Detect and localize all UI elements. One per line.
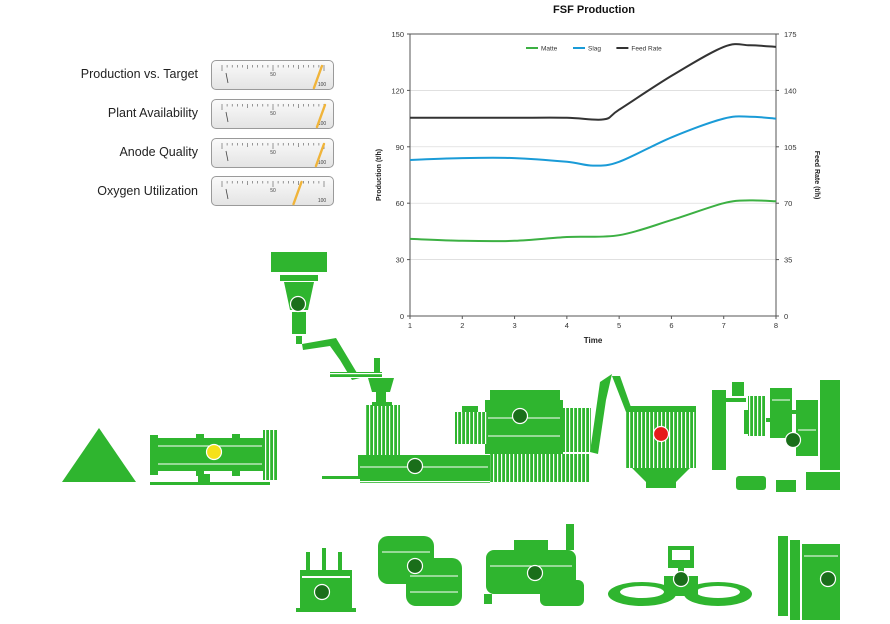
oxygen-utilization-gauge[interactable]: 50 100 — [211, 176, 334, 206]
plant-process-diagram — [62, 252, 840, 620]
series-line-matte — [409, 199, 777, 243]
transformer[interactable] — [296, 548, 356, 612]
chart-legend[interactable]: Matte Slag Feed Rate — [526, 46, 662, 53]
gauge-mid-label: 50 — [270, 150, 276, 156]
concentrate-burner[interactable] — [368, 378, 394, 402]
y2-tick-label: 105 — [784, 143, 797, 152]
transformer-status-indicator[interactable] — [313, 583, 331, 601]
gauge-mid-label: 50 — [270, 111, 276, 117]
gauge-min-mark — [225, 72, 229, 84]
stockpile[interactable] — [62, 428, 136, 482]
anode-stack-status-indicator[interactable] — [819, 570, 837, 588]
x-tick-label: 3 — [512, 321, 516, 330]
feed-bin[interactable] — [271, 252, 382, 380]
plant-availability-gauge[interactable]: 50 100 — [211, 99, 334, 129]
flash-furnace[interactable] — [322, 402, 490, 483]
y-tick-label: 30 — [396, 256, 404, 265]
y2-tick-label: 175 — [784, 30, 797, 39]
anode-furnace-status-indicator[interactable] — [526, 564, 544, 582]
gauge-mid-label: 50 — [270, 72, 276, 78]
gauge-face: 50 100 — [221, 180, 327, 206]
y2-axis-label: Feed Rate (t/h) — [813, 151, 820, 200]
acid-plant[interactable] — [712, 380, 840, 492]
kpi-label-anode-quality: Anode Quality — [119, 145, 198, 159]
chart-series — [409, 43, 777, 243]
gauge-face: 50 100 — [221, 103, 327, 129]
anode-quality-gauge[interactable]: 50 100 — [211, 138, 334, 168]
legend-label: Slag — [588, 46, 601, 53]
x-tick-label: 4 — [565, 321, 569, 330]
production-vs-target-gauge[interactable]: 50 100 — [211, 60, 334, 90]
y2-tick-label: 70 — [784, 199, 792, 208]
acid-plant-status-indicator[interactable] — [784, 431, 802, 449]
gauge-needle — [312, 64, 324, 90]
electrostatic-precipitator-status-indicator[interactable] — [652, 425, 670, 443]
kpi-label-production-vs-target: Production vs. Target — [80, 67, 198, 81]
gauge-needle — [314, 142, 326, 168]
x-tick-label: 5 — [617, 321, 621, 330]
gauge-max-label: 100 — [318, 160, 327, 166]
converter-status-indicator[interactable] — [406, 557, 424, 575]
chart-ticks: 0 30 60 90 120 150 0 35 70 105 140 175 1 2 3 4 5 6 7 8 — [391, 30, 796, 330]
gauge-max-label: 100 — [318, 198, 327, 204]
waste-heat-boiler-status-indicator[interactable] — [511, 407, 529, 425]
gauge-needle — [315, 103, 327, 129]
gauge-max-label: 100 — [318, 121, 327, 127]
gauge-min-mark — [225, 111, 229, 123]
dryer-status-indicator[interactable] — [205, 443, 223, 461]
gauge-min-mark — [225, 150, 229, 162]
gauge-mid-label: 50 — [270, 188, 276, 194]
kpi-label-oxygen-utilization: Oxygen Utilization — [97, 184, 198, 198]
fsf-production-chart: FSF Production 0306090120150035701051401… — [376, 4, 820, 345]
y-tick-label: 120 — [391, 86, 404, 95]
gauge-min-mark — [225, 188, 229, 200]
flash-furnace-status-indicator[interactable] — [406, 457, 424, 475]
chart-title: FSF Production — [553, 4, 635, 16]
y2-tick-label: 35 — [784, 256, 792, 265]
y-tick-label: 0 — [400, 312, 404, 321]
y2-tick-label: 140 — [784, 86, 797, 95]
y2-tick-label: 0 — [784, 312, 788, 321]
gauge-face: 50 100 — [221, 142, 327, 168]
y-tick-label: 150 — [391, 30, 404, 39]
legend-label: Feed Rate — [631, 46, 662, 53]
gauge-needle — [292, 180, 303, 206]
x-tick-label: 2 — [460, 321, 464, 330]
y-tick-label: 90 — [396, 143, 404, 152]
status-indicators — [205, 295, 837, 601]
x-tick-label: 7 — [722, 321, 726, 330]
x-axis-label: Time — [584, 336, 603, 345]
gauge-max-label: 100 — [318, 82, 327, 88]
feed-bin-status-indicator[interactable] — [289, 295, 307, 313]
x-tick-label: 6 — [669, 321, 673, 330]
y-axis-label: Production (t/h) — [376, 149, 383, 201]
waste-heat-boiler[interactable] — [455, 374, 612, 482]
gauge-face: 50 100 — [221, 64, 327, 90]
plot-area-frame — [409, 33, 777, 317]
series-line-feed-rate — [410, 43, 777, 121]
kpi-label-plant-availability: Plant Availability — [107, 106, 198, 120]
series-line-slag — [409, 115, 777, 167]
x-tick-label: 8 — [774, 321, 778, 330]
casting-wheel-status-indicator[interactable] — [672, 570, 690, 588]
legend-label: Matte — [541, 46, 558, 53]
x-tick-label: 1 — [408, 321, 412, 330]
y-tick-label: 60 — [396, 199, 404, 208]
